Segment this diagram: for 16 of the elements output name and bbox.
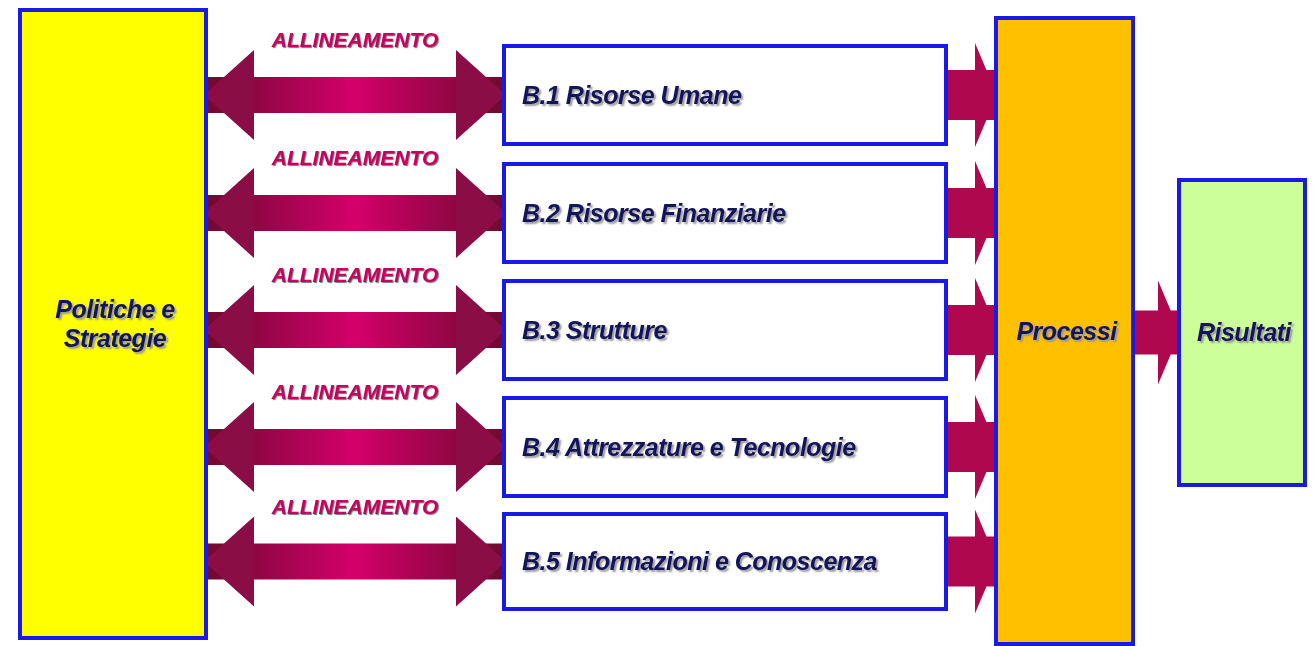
node-label: B.4 Attrezzature e Tecnologie: [522, 432, 856, 462]
node-label: B.2 Risorse Finanziarie: [522, 198, 786, 228]
column-box: [1177, 178, 1307, 487]
node-label: Risultati: [1196, 318, 1292, 347]
node-label: B.3 Strutture: [522, 315, 667, 345]
node-label: B.5 Informazioni e Conoscenza: [522, 547, 877, 576]
column-box: [994, 16, 1135, 646]
node-label: B.1 Risorse Umane: [522, 80, 742, 110]
resource-box: [502, 512, 948, 611]
node-label: Politiche e Strategie: [54, 295, 176, 353]
resource-box: [502, 279, 948, 381]
resource-box: [502, 396, 948, 498]
node-label: Processi: [1016, 316, 1117, 346]
resource-box: [502, 162, 948, 264]
column-box: [18, 8, 208, 640]
resource-box: [502, 44, 948, 146]
